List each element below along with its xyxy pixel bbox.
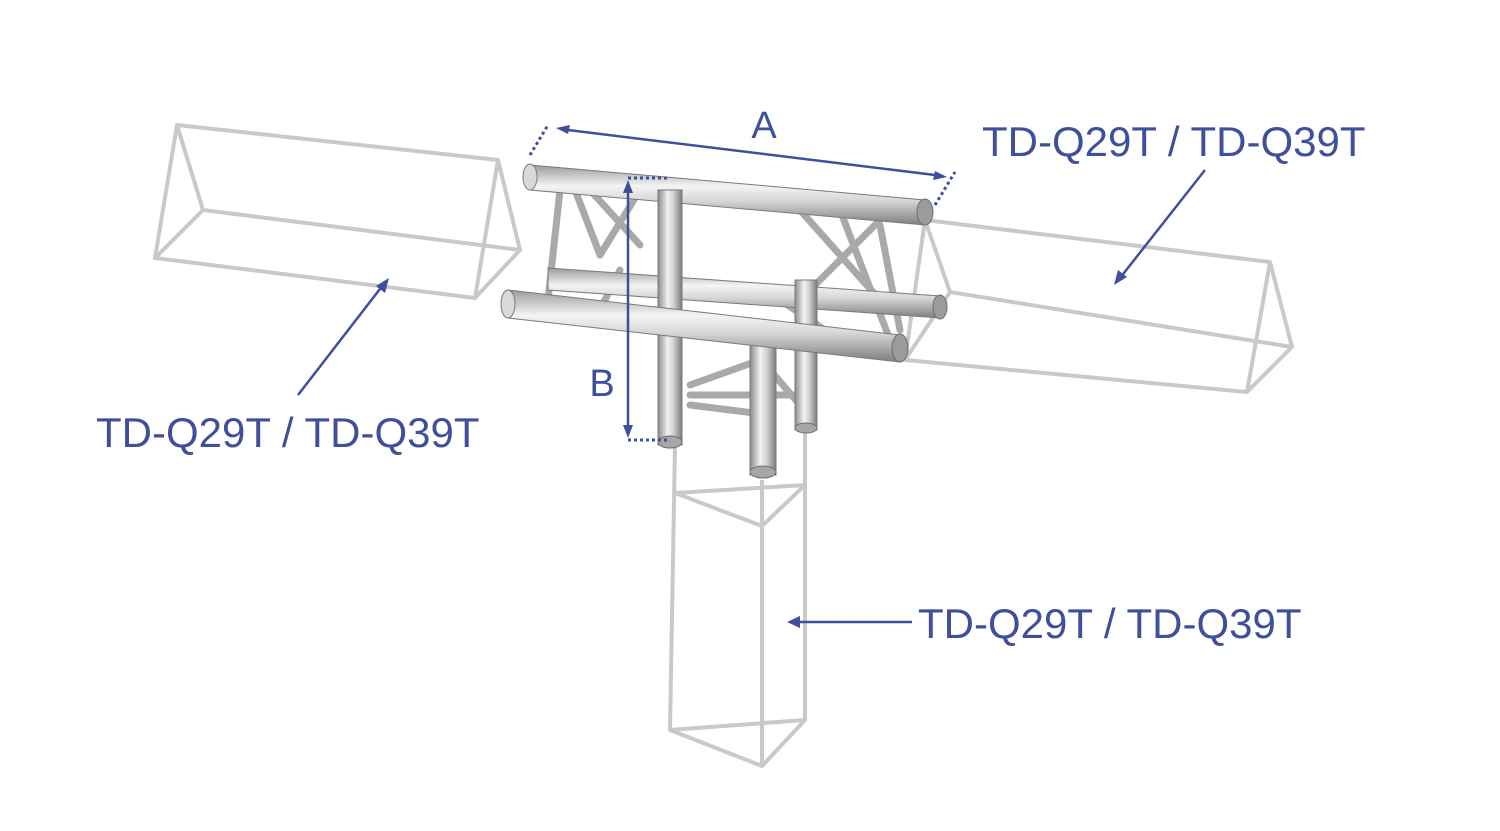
callout-label-bottom: TD-Q29T / TD-Q39T	[918, 600, 1302, 647]
dimension-a-label: A	[751, 105, 777, 147]
callout-label-left: TD-Q29T / TD-Q39T	[96, 409, 480, 456]
dimension-a	[528, 124, 957, 206]
truss-t-junction	[500, 163, 948, 479]
ghost-truss-bottom	[668, 425, 807, 768]
ghost-truss-right	[903, 218, 1294, 394]
callout-label-top-right: TD-Q29T / TD-Q39T	[982, 118, 1366, 165]
ghost-truss-left	[153, 123, 522, 300]
dimension-b-label: B	[589, 363, 614, 405]
callout-arrows	[297, 169, 1206, 628]
dimension-b	[623, 176, 670, 442]
